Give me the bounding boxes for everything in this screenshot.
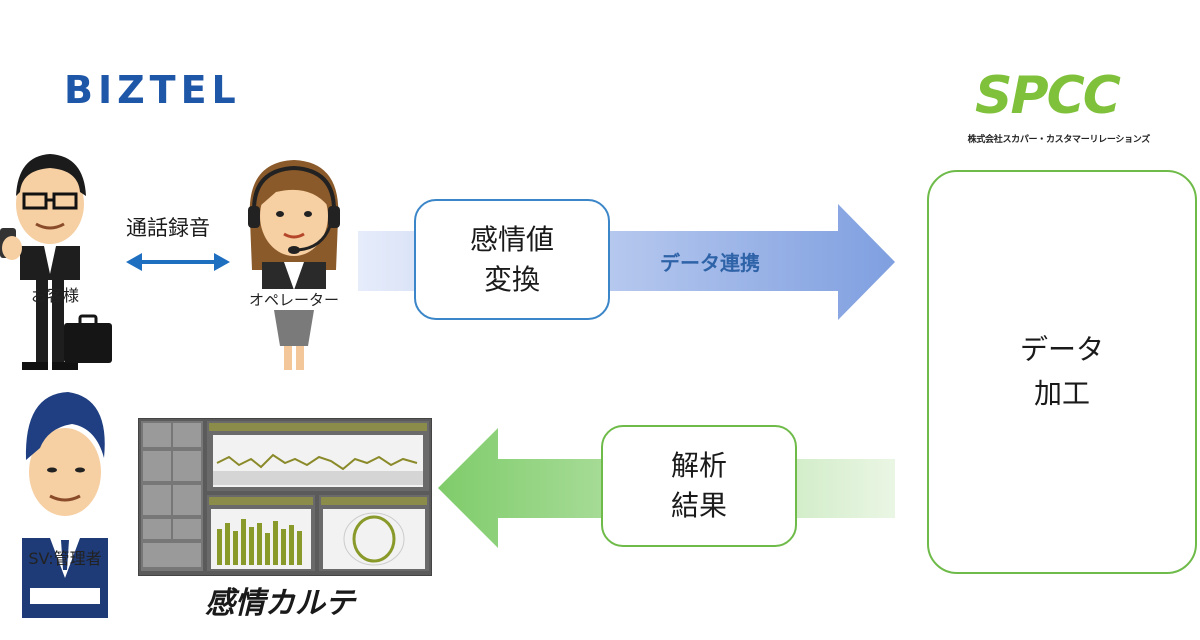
data-processing-box: データ 加工 — [927, 170, 1197, 574]
data-sync-label: データ連携 — [660, 251, 760, 275]
analysis-result-line1: 解析 — [670, 449, 727, 482]
emotion-conversion-line1: 感情値 — [469, 222, 554, 256]
supervisor-label: SV:管理者 — [28, 549, 102, 568]
call-recording-double-arrow — [126, 253, 230, 271]
analysis-result-line2: 結果 — [670, 489, 727, 522]
customer-label: お客様 — [30, 286, 79, 305]
dashboard-thumbnail — [141, 421, 429, 571]
emotion-conversion-line2: 変換 — [483, 262, 540, 296]
emotion-karte-caption: 感情カルテ — [205, 586, 355, 621]
data-processing-line1: データ — [1019, 333, 1104, 366]
operator-figure — [248, 160, 340, 370]
data-processing-line2: 加工 — [1033, 377, 1090, 410]
spcc-company-name: 株式会社スカパー・カスタマーリレーションズ — [967, 135, 1151, 145]
supervisor-figure — [22, 392, 108, 618]
emotion-karte-dashboard — [138, 418, 432, 576]
operator-label: オペレーター — [232, 289, 356, 310]
spcc-logo: SPCC — [975, 66, 1121, 126]
call-recording-label: 通話録音 — [126, 216, 210, 240]
analysis-result-box: 解析 結果 — [601, 425, 797, 547]
biztel-logo: BIZTEL — [64, 68, 241, 112]
customer-figure — [0, 154, 112, 370]
emotion-conversion-box: 感情値 変換 — [414, 199, 610, 320]
